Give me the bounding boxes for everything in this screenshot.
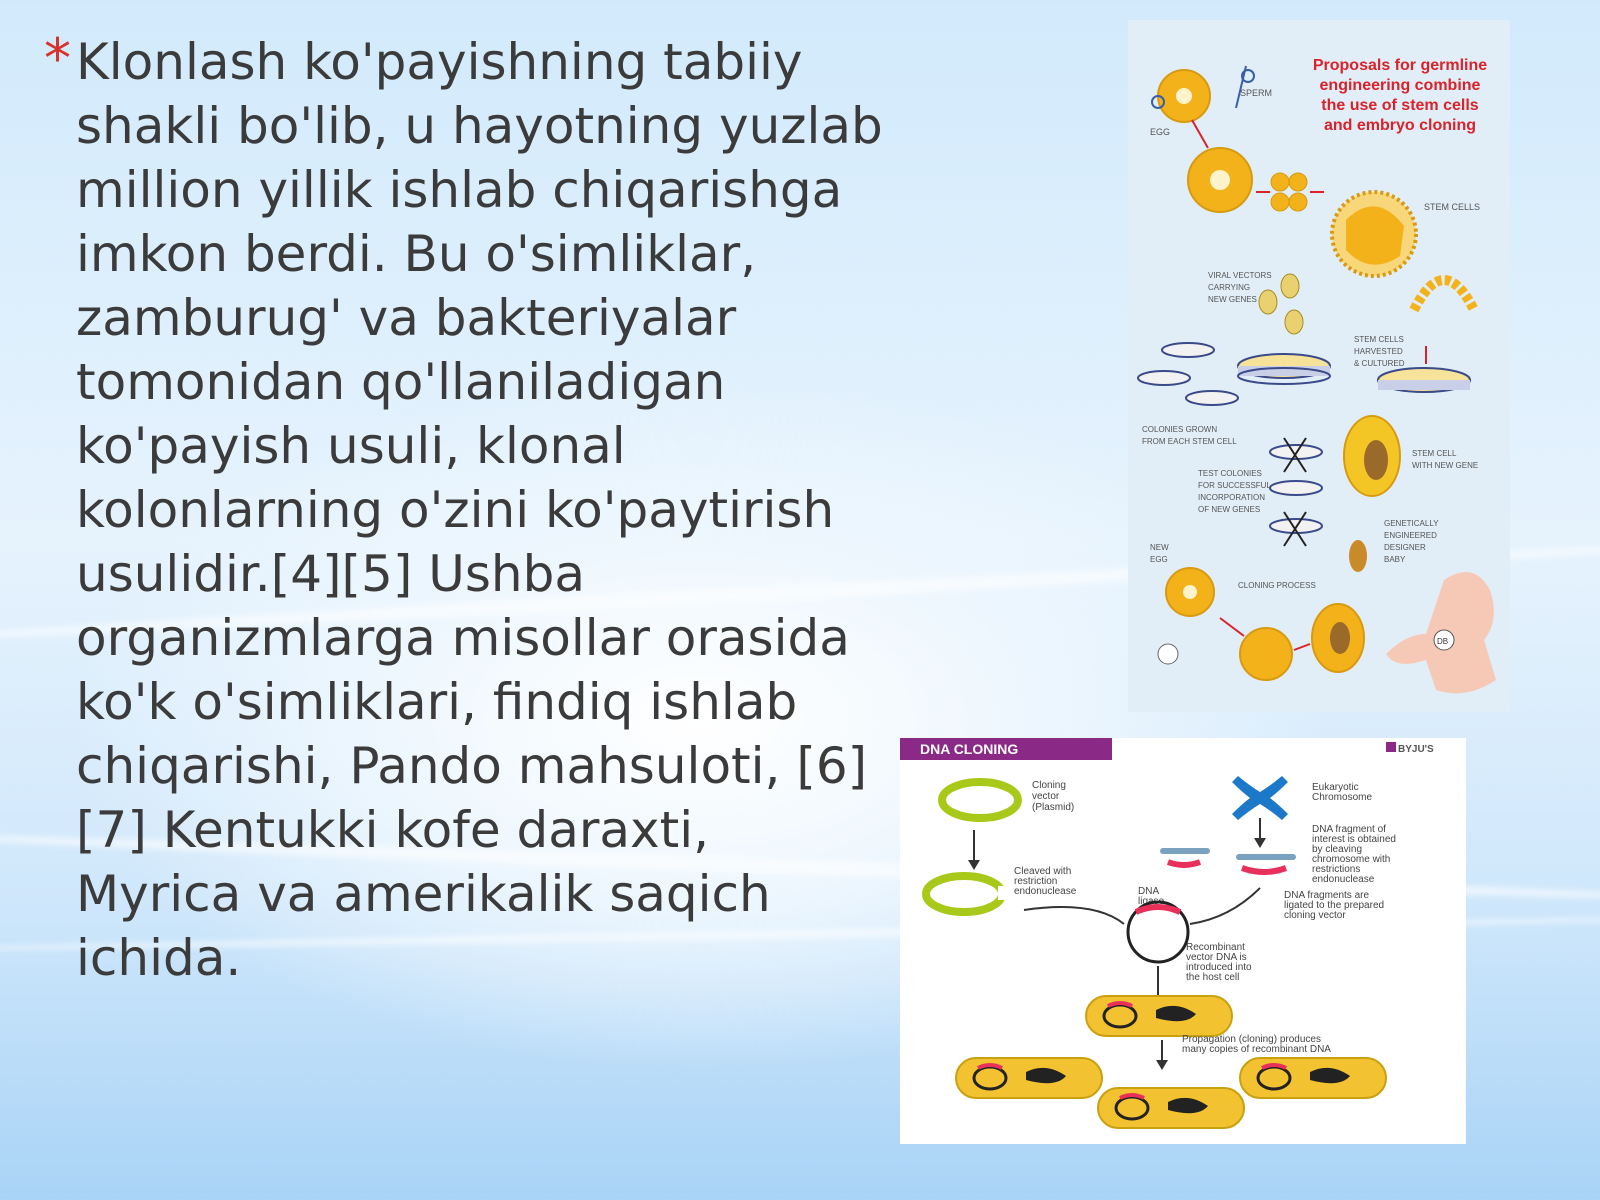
svg-text:NEW: NEW	[1150, 543, 1169, 552]
svg-text:HARVESTED: HARVESTED	[1354, 347, 1403, 356]
dna-banner-text: DNA CLONING	[920, 741, 1018, 757]
stem-cell-figure: Proposals for germline engineering combi…	[1128, 20, 1510, 712]
stem-cells-label: STEM CELLS	[1424, 202, 1480, 212]
chromosome-label: Eukaryotic Chromosome	[1312, 782, 1372, 803]
svg-text:endonuclease: endonuclease	[1014, 886, 1077, 897]
viral-vectors-label: VIRAL VECTORS CARRYING NEW GENES	[1208, 271, 1272, 304]
svg-text:VIRAL VECTORS: VIRAL VECTORS	[1208, 271, 1272, 280]
svg-text:EGG: EGG	[1150, 555, 1168, 564]
recombinant-plasmid	[1126, 900, 1190, 964]
svg-text:& CULTURED: & CULTURED	[1354, 359, 1405, 368]
sperm-cell	[1241, 69, 1255, 83]
culture-dishes	[1137, 342, 1471, 406]
svg-text:Eukaryotic: Eukaryotic	[1312, 782, 1359, 793]
colonies-label: COLONIES GROWN FROM EACH STEM CELL	[1142, 425, 1237, 446]
svg-text:NEW GENES: NEW GENES	[1208, 295, 1257, 304]
svg-text:and embryo cloning: and embryo cloning	[1324, 117, 1476, 134]
svg-text:endonuclease: endonuclease	[1312, 874, 1375, 885]
svg-text:the host cell: the host cell	[1186, 972, 1239, 983]
svg-text:COLONIES GROWN: COLONIES GROWN	[1142, 425, 1217, 434]
chromosome	[1232, 776, 1288, 820]
svg-text:Cloning: Cloning	[1032, 780, 1066, 791]
svg-text:Cleaved with: Cleaved with	[1014, 866, 1071, 877]
svg-text:DNA: DNA	[1138, 886, 1159, 897]
dna-banner	[900, 738, 1112, 760]
svg-text:Chromosome: Chromosome	[1312, 792, 1372, 803]
designer-baby-label: GENETICALLY ENGINEERED DESIGNER BABY	[1384, 519, 1439, 564]
plasmid	[938, 778, 1022, 822]
svg-text:cloning vector: cloning vector	[1284, 910, 1346, 921]
dna-cloning-figure: DNA CLONING BYJU'S Cloning vector (Plasm…	[900, 738, 1466, 1144]
brand-logo-text: BYJU'S	[1398, 744, 1434, 755]
svg-text:TEST COLONIES: TEST COLONIES	[1198, 469, 1262, 478]
cleaved-label: Cleaved with restriction endonuclease	[1014, 866, 1077, 897]
fragment-label: DNA fragment of interest is obtained by …	[1312, 824, 1396, 885]
dna-fragments	[1160, 848, 1296, 875]
test-colonies-label: TEST COLONIES FOR SUCCESSFUL INCORPORATI…	[1198, 469, 1271, 514]
stem-figure-title: Proposals for germline engineering combi…	[1313, 57, 1487, 134]
propagation-label: Propagation (cloning) produces many copi…	[1182, 1034, 1331, 1055]
svg-text:BABY: BABY	[1384, 555, 1406, 564]
svg-text:interest is obtained: interest is obtained	[1312, 834, 1396, 845]
sperm-label: SPERM	[1240, 88, 1272, 98]
svg-text:FROM EACH STEM CELL: FROM EACH STEM CELL	[1142, 437, 1237, 446]
svg-text:ENGINEERED: ENGINEERED	[1384, 531, 1437, 540]
svg-text:restrictions: restrictions	[1312, 864, 1360, 875]
svg-text:ligated to the prepared: ligated to the prepared	[1284, 900, 1384, 911]
svg-text:INCORPORATION: INCORPORATION	[1198, 493, 1265, 502]
dna-cloning-diagram: DNA CLONING BYJU'S Cloning vector (Plasm…	[900, 738, 1434, 1129]
test-colony-dishes	[1269, 437, 1323, 547]
svg-text:Recombinant: Recombinant	[1186, 942, 1245, 953]
bullet-marker: *	[44, 27, 71, 90]
svg-text:FOR SUCCESSFUL: FOR SUCCESSFUL	[1198, 481, 1271, 490]
svg-text:many copies of recombinant DNA: many copies of recombinant DNA	[1182, 1044, 1331, 1055]
svg-text:vector DNA is: vector DNA is	[1186, 952, 1247, 963]
svg-text:DNA fragment of: DNA fragment of	[1312, 824, 1386, 835]
svg-text:engineering combine: engineering combine	[1320, 77, 1481, 94]
svg-text:(Plasmid): (Plasmid)	[1032, 802, 1074, 813]
svg-text:vector: vector	[1032, 791, 1060, 802]
ligated-label: DNA fragments are ligated to the prepare…	[1284, 890, 1384, 921]
new-gene-label: STEM CELL WITH NEW GENE	[1412, 449, 1478, 470]
vector-label: Cloning vector (Plasmid)	[1032, 780, 1074, 813]
svg-text:CARRYING: CARRYING	[1208, 283, 1250, 292]
svg-text:the use of stem cells: the use of stem cells	[1321, 97, 1478, 114]
svg-text:chromosome with: chromosome with	[1312, 854, 1390, 865]
svg-text:STEM CELL: STEM CELL	[1412, 449, 1457, 458]
cloned-egg	[1239, 627, 1293, 681]
svg-text:WITH NEW GENE: WITH NEW GENE	[1412, 461, 1478, 470]
bacteria-copies	[955, 1057, 1387, 1129]
host-bacterium	[1085, 995, 1233, 1037]
svg-text:Propagation (cloning) produces: Propagation (cloning) produces	[1182, 1034, 1321, 1045]
cleaved-plasmid	[922, 872, 1006, 916]
svg-text:DNA fragments are: DNA fragments are	[1284, 890, 1369, 901]
new-egg-label: NEW EGG	[1150, 543, 1169, 564]
svg-text:STEM CELLS: STEM CELLS	[1354, 335, 1404, 344]
recombinant-label: Recombinant vector DNA is introduced int…	[1186, 942, 1252, 983]
four-cell-embryo	[1270, 172, 1308, 212]
svg-text:GENETICALLY: GENETICALLY	[1384, 519, 1439, 528]
egg-label: EGG	[1150, 127, 1170, 137]
svg-text:introduced into: introduced into	[1186, 962, 1252, 973]
svg-text:Proposals for germline: Proposals for germline	[1313, 57, 1487, 74]
stem-cell-diagram: Proposals for germline engineering combi…	[1137, 57, 1496, 694]
cloning-process-label: CLONING PROCESS	[1238, 581, 1316, 590]
svg-text:DB: DB	[1437, 637, 1448, 646]
body-paragraph: Klonlash ko'payishning tabiiy shakli bo'…	[76, 33, 883, 987]
svg-text:by cleaving: by cleaving	[1312, 844, 1362, 855]
svg-text:restriction: restriction	[1014, 876, 1057, 887]
svg-text:OF NEW GENES: OF NEW GENES	[1198, 505, 1260, 514]
svg-text:DESIGNER: DESIGNER	[1384, 543, 1426, 552]
harvested-label: STEM CELLS HARVESTED & CULTURED	[1354, 335, 1405, 368]
